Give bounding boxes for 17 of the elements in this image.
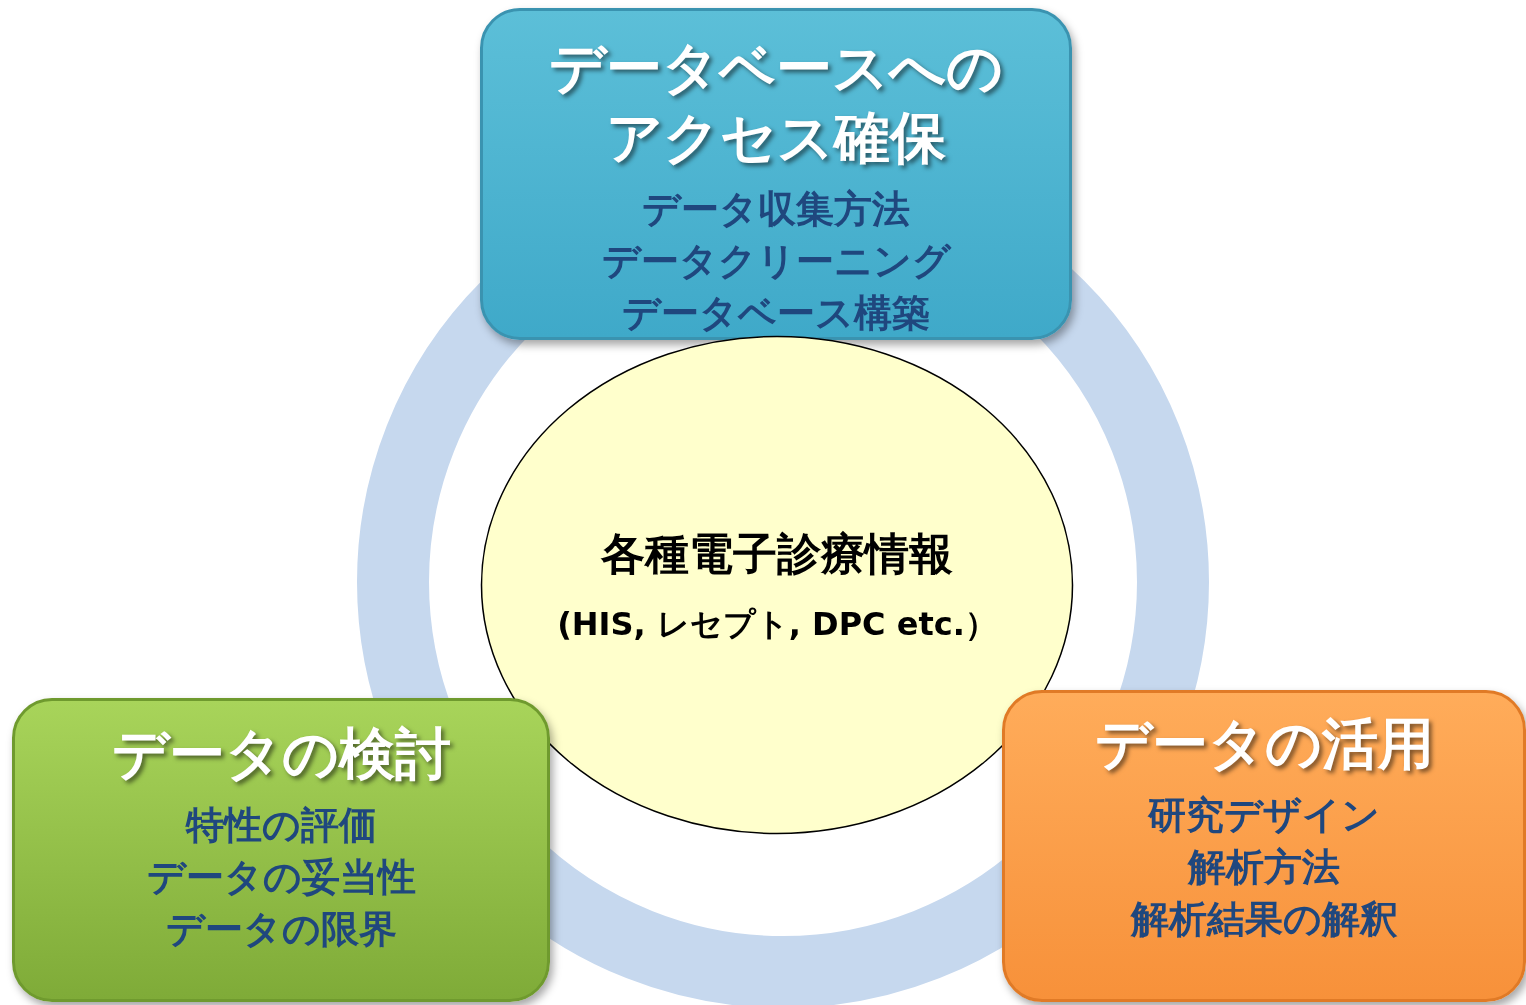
category-box [480, 8, 1072, 340]
item-text: データの妥当性 [146, 854, 416, 901]
item-text: データクリーニング [601, 238, 951, 285]
box-heading: データの検討 [111, 720, 451, 788]
category-box [1002, 690, 1526, 1002]
item-text: データの限界 [165, 906, 397, 953]
item-text: 研究デザイン [1148, 792, 1380, 839]
item-text: 解析方法 [1188, 844, 1340, 891]
item-text: データ収集方法 [642, 186, 910, 233]
center-title: 各種電子診療情報 [601, 527, 953, 581]
item-text: 特性の評価 [185, 802, 377, 849]
item-text: データベース構築 [622, 290, 930, 337]
center-subtitle: (HIS, レセプト, DPC etc.） [557, 604, 997, 644]
category-box [12, 698, 550, 1002]
box-heading: データの活用 [1094, 710, 1434, 778]
item-text: 解析結果の解釈 [1130, 896, 1398, 943]
box-heading: データベースへのアクセス確保 [548, 34, 1004, 172]
